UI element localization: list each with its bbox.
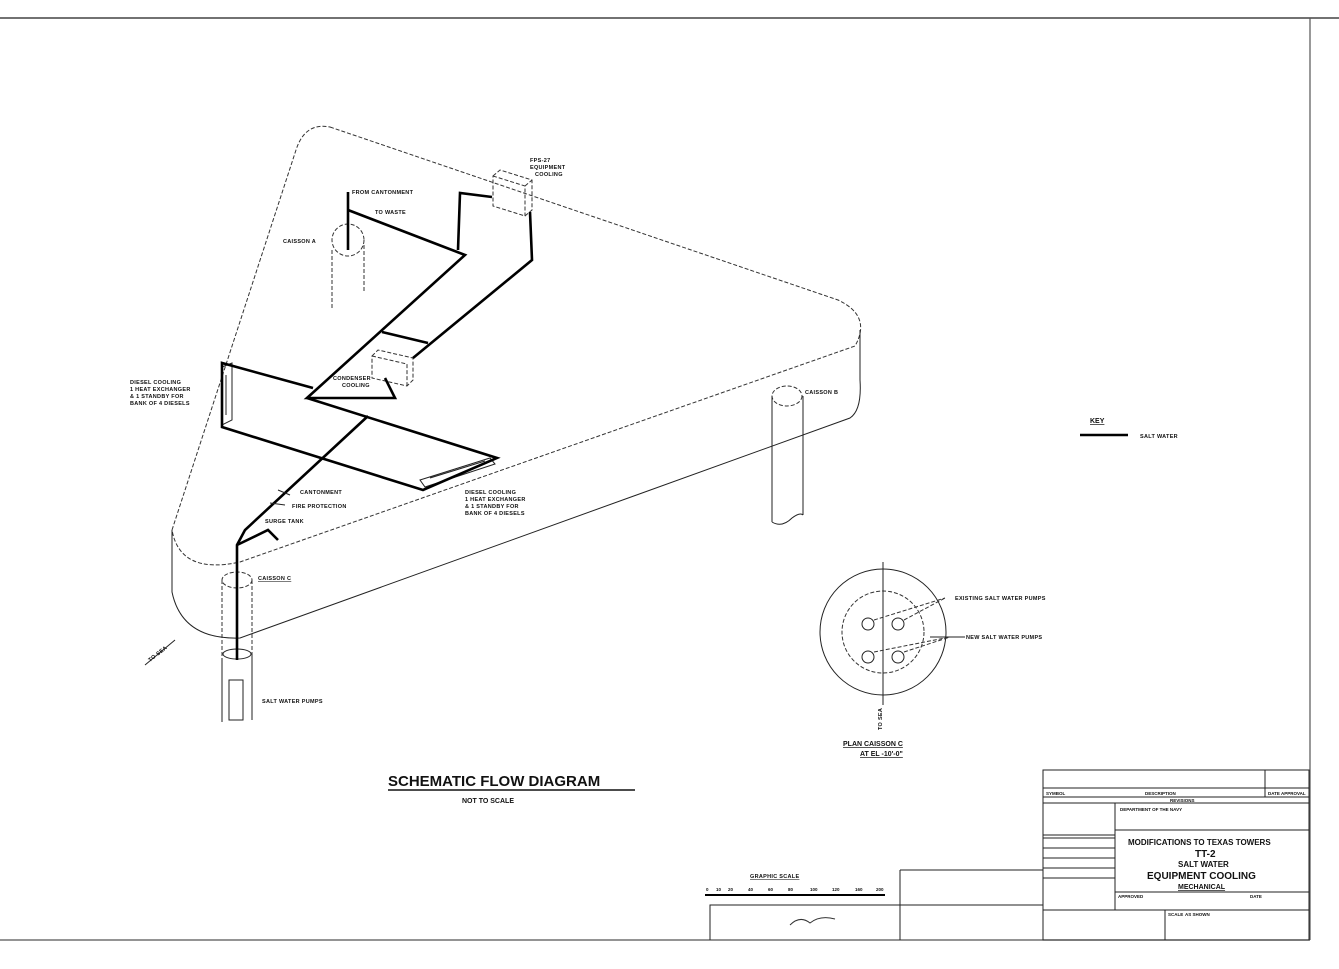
existing-pump xyxy=(861,617,875,631)
salt-water-piping xyxy=(220,191,534,660)
title-block: SYMBOL DESCRIPTION DATE APPROVAL REVISIO… xyxy=(1042,769,1310,941)
to-sea-arrow xyxy=(144,639,176,666)
svg-text:FIRE PROTECTION: FIRE PROTECTION xyxy=(292,504,347,510)
new-pump xyxy=(861,650,875,664)
svg-text:20: 20 xyxy=(728,887,734,892)
svg-text:PLAN CAISSON C: PLAN CAISSON C xyxy=(843,741,903,748)
svg-text:TT-2: TT-2 xyxy=(1195,849,1216,860)
svg-text:100: 100 xyxy=(810,887,818,892)
svg-text:& 1 STANDBY FOR: & 1 STANDBY FOR xyxy=(465,504,519,510)
drawing-subtitle: NOT TO SCALE xyxy=(462,798,514,805)
svg-text:SYMBOL: SYMBOL xyxy=(1046,791,1066,796)
svg-text:CAISSON C: CAISSON C xyxy=(258,576,291,582)
platform-outline xyxy=(171,125,862,639)
new-pump xyxy=(891,650,905,664)
svg-text:DIESEL COOLING: DIESEL COOLING xyxy=(465,490,516,496)
svg-text:CAISSON A: CAISSON A xyxy=(283,239,316,245)
svg-text:SCALE: SCALE xyxy=(1168,912,1183,917)
svg-text:40: 40 xyxy=(748,887,754,892)
plan-caisson-c: EXISTING SALT WATER PUMPS NEW SALT WATER… xyxy=(819,562,1046,758)
salt-water-pump xyxy=(228,679,244,721)
legend-key: KEY SALT WATER xyxy=(1080,418,1178,440)
svg-text:DESCRIPTION: DESCRIPTION xyxy=(1145,791,1176,796)
signature xyxy=(789,917,836,926)
svg-text:CANTONMENT: CANTONMENT xyxy=(300,490,342,496)
svg-text:DATE APPROVAL: DATE APPROVAL xyxy=(1268,791,1306,796)
svg-text:200: 200 xyxy=(876,887,884,892)
ppe-cooling-unit xyxy=(492,169,533,217)
svg-text:SALT WATER: SALT WATER xyxy=(1140,434,1178,440)
svg-text:BANK OF 4 DIESELS: BANK OF 4 DIESELS xyxy=(130,401,190,407)
svg-text:TO SEA: TO SEA xyxy=(878,708,884,730)
svg-text:AS SHOWN: AS SHOWN xyxy=(1185,912,1210,917)
svg-text:FPS-27: FPS-27 xyxy=(530,158,550,164)
svg-text:EQUIPMENT COOLING: EQUIPMENT COOLING xyxy=(1147,871,1256,882)
approval-boxes xyxy=(709,869,1043,940)
svg-text:KEY: KEY xyxy=(1090,418,1105,425)
svg-text:TO WASTE: TO WASTE xyxy=(375,210,406,216)
drawing-title: SCHEMATIC FLOW DIAGRAM xyxy=(388,773,600,790)
svg-text:REVISIONS: REVISIONS xyxy=(1170,798,1195,803)
svg-text:MECHANICAL: MECHANICAL xyxy=(1178,884,1226,891)
svg-text:EQUIPMENT: EQUIPMENT xyxy=(530,165,566,171)
svg-text:SALT WATER: SALT WATER xyxy=(1178,860,1229,869)
svg-text:AT EL -10'-0": AT EL -10'-0" xyxy=(860,751,903,758)
svg-text:10: 10 xyxy=(716,887,722,892)
svg-text:NEW SALT WATER PUMPS: NEW SALT WATER PUMPS xyxy=(966,635,1042,641)
svg-text:BANK OF 4 DIESELS: BANK OF 4 DIESELS xyxy=(465,511,525,517)
svg-text:COOLING: COOLING xyxy=(342,383,370,389)
svg-text:DEPARTMENT OF THE NAVY: DEPARTMENT OF THE NAVY xyxy=(1120,807,1182,812)
svg-text:120: 120 xyxy=(832,887,840,892)
svg-text:0: 0 xyxy=(706,887,709,892)
svg-text:DATE: DATE xyxy=(1250,894,1262,899)
heat-exchanger-right xyxy=(419,457,496,488)
svg-text:1 HEAT EXCHANGER: 1 HEAT EXCHANGER xyxy=(465,497,526,503)
svg-text:SALT WATER PUMPS: SALT WATER PUMPS xyxy=(262,699,323,705)
svg-text:CONDENSER: CONDENSER xyxy=(333,376,371,382)
svg-text:GRAPHIC SCALE: GRAPHIC SCALE xyxy=(750,874,799,880)
svg-text:SURGE TANK: SURGE TANK xyxy=(265,519,304,525)
svg-text:& 1 STANDBY FOR: & 1 STANDBY FOR xyxy=(130,394,184,400)
existing-pump xyxy=(891,617,905,631)
condenser-unit xyxy=(371,349,414,387)
svg-text:APPROVED: APPROVED xyxy=(1118,894,1144,899)
graphic-scale: GRAPHIC SCALE 0 10 20 40 60 80 100 120 1… xyxy=(705,874,885,896)
svg-text:80: 80 xyxy=(788,887,794,892)
svg-text:160: 160 xyxy=(855,887,863,892)
svg-text:CAISSON B: CAISSON B xyxy=(805,390,838,396)
svg-text:TO SEA: TO SEA xyxy=(148,645,169,663)
svg-text:1 HEAT EXCHANGER: 1 HEAT EXCHANGER xyxy=(130,387,191,393)
svg-text:DIESEL COOLING: DIESEL COOLING xyxy=(130,380,181,386)
svg-text:FROM CANTONMENT: FROM CANTONMENT xyxy=(352,190,414,196)
svg-text:MODIFICATIONS TO TEXAS TOWERS: MODIFICATIONS TO TEXAS TOWERS xyxy=(1128,838,1271,847)
svg-text:COOLING: COOLING xyxy=(535,172,563,178)
caisson-b xyxy=(771,385,804,525)
svg-text:EXISTING SALT WATER PUMPS: EXISTING SALT WATER PUMPS xyxy=(955,596,1046,602)
svg-text:60: 60 xyxy=(768,887,774,892)
